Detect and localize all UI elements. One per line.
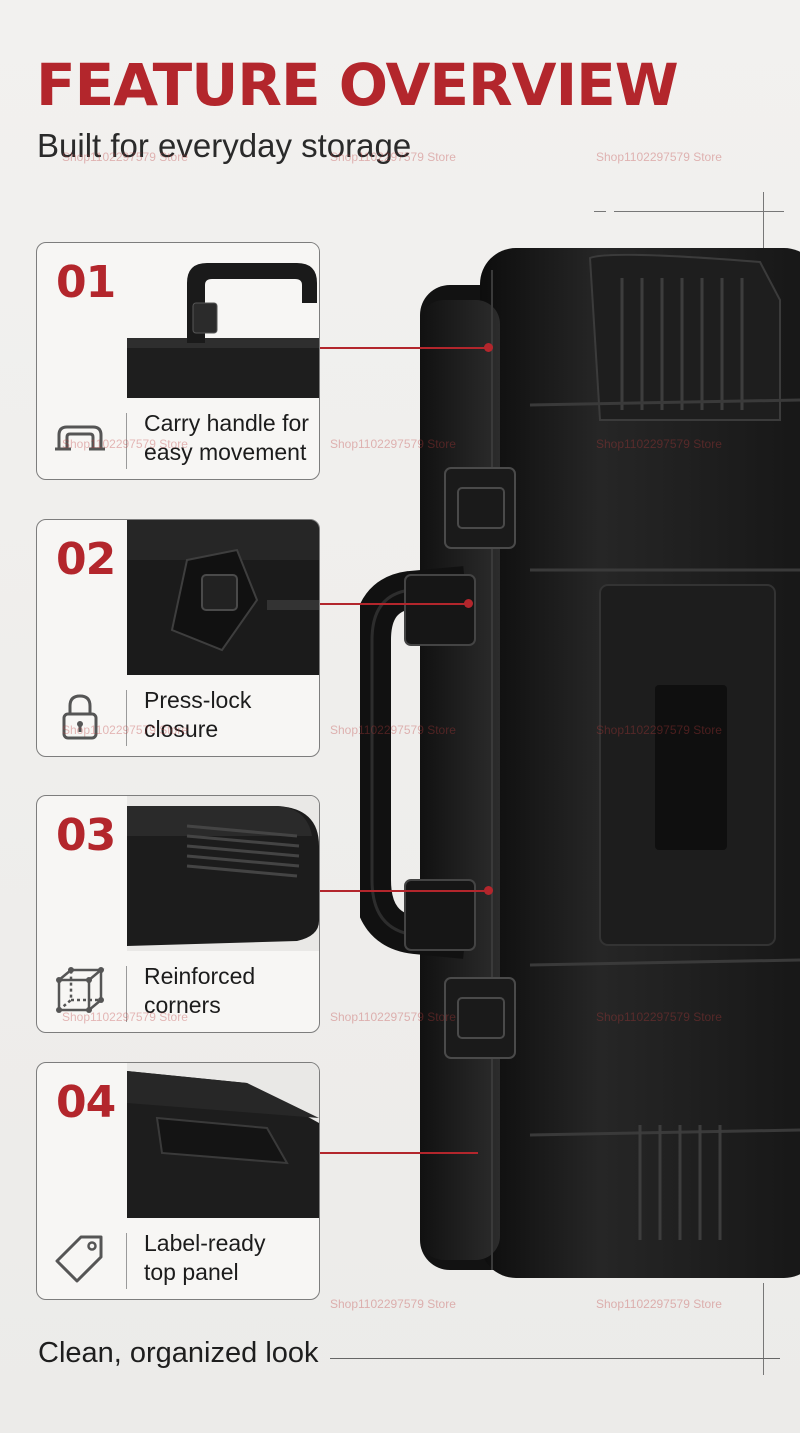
feature-card-03: 03 Reinforced corners	[36, 795, 320, 1033]
footer-rule	[330, 1358, 780, 1359]
padlock-icon	[62, 694, 98, 740]
page-title: FEATURE OVERVIEW	[36, 51, 679, 119]
watermark: Shop1102297579 Store	[596, 437, 722, 451]
watermark: Shop1102297579 Store	[596, 150, 722, 164]
leader-dot-03	[484, 886, 493, 895]
footer-tagline: Clean, organized look	[38, 1337, 319, 1369]
top-panel-closeup-image	[127, 1063, 319, 1218]
leader-line-01	[318, 347, 488, 349]
watermark: Shop1102297579 Store	[62, 723, 188, 737]
watermark: Shop1102297579 Store	[596, 1297, 722, 1311]
leader-dot-02	[464, 599, 473, 608]
feature-description: Reinforced corners	[144, 962, 316, 1020]
feature-line: Label-ready	[144, 1230, 266, 1256]
decorative-rule	[594, 211, 606, 212]
watermark: Shop1102297579 Store	[330, 150, 456, 164]
divider	[126, 1233, 127, 1289]
watermark: Shop1102297579 Store	[596, 723, 722, 737]
watermark: Shop1102297579 Store	[62, 150, 188, 164]
feature-description: Carry handle for easy movement	[144, 409, 316, 467]
feature-line: top panel	[144, 1259, 239, 1285]
feature-number: 04	[56, 1077, 116, 1128]
handle-icon	[55, 425, 105, 451]
divider	[126, 966, 127, 1022]
watermark: Shop1102297579 Store	[330, 1010, 456, 1024]
leader-line-04	[318, 1152, 478, 1154]
feature-line: Press-lock	[144, 687, 252, 713]
feature-description: Label-ready top panel	[144, 1229, 316, 1287]
feature-line: Reinforced	[144, 963, 256, 989]
decorative-rule	[763, 192, 764, 260]
feature-line: closure	[144, 716, 219, 742]
feature-line: easy movement	[144, 439, 307, 465]
watermark: Shop1102297579 Store	[596, 1010, 722, 1024]
feature-number: 01	[56, 257, 116, 308]
corner-closeup-image	[127, 796, 319, 951]
watermark: Shop1102297579 Store	[62, 1010, 188, 1024]
handle-closeup-image	[127, 243, 319, 398]
leader-line-02	[318, 603, 468, 605]
page-subtitle: Built for everyday storage	[37, 127, 412, 164]
leader-line-03	[318, 890, 488, 892]
watermark: Shop1102297579 Store	[330, 437, 456, 451]
hard-case-image	[360, 248, 800, 1278]
feature-line: Carry handle for	[144, 410, 309, 436]
feature-card-01: 01 Carry handle for easy movement	[36, 242, 320, 480]
watermark: Shop1102297579 Store	[330, 723, 456, 737]
feature-card-02: 02 Press-lock closure	[36, 519, 320, 757]
leader-dot-01	[484, 343, 493, 352]
divider	[126, 413, 127, 469]
tag-icon	[55, 1235, 103, 1283]
latch-closeup-image	[127, 520, 319, 675]
feature-number: 02	[56, 534, 116, 585]
feature-description: Press-lock closure	[144, 686, 316, 744]
divider	[126, 690, 127, 746]
feature-card-04: 04 Label-ready top panel	[36, 1062, 320, 1300]
decorative-rule	[614, 211, 784, 212]
cube-corners-icon	[56, 967, 105, 1013]
watermark: Shop1102297579 Store	[62, 437, 188, 451]
watermark: Shop1102297579 Store	[330, 1297, 456, 1311]
feature-line: corners	[144, 992, 221, 1018]
feature-number: 03	[56, 810, 116, 861]
decorative-rule	[763, 1283, 764, 1375]
